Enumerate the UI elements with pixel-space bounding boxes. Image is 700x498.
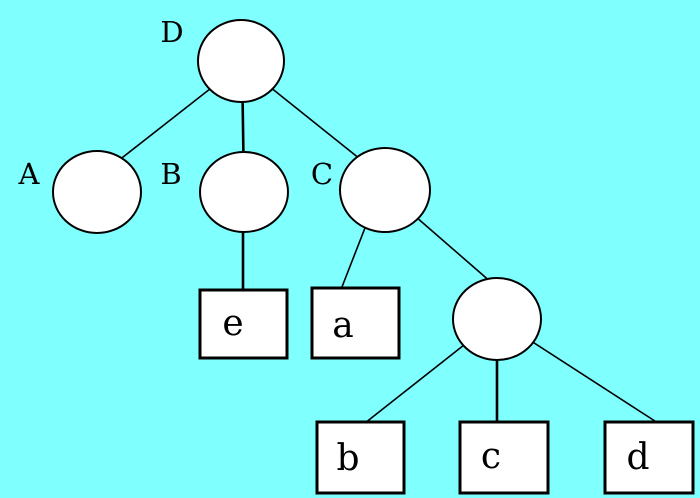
label-leaf-c: c xyxy=(481,436,501,477)
label-leaf-b: b xyxy=(336,438,359,479)
edge-d-a xyxy=(117,84,216,162)
leaf-box-d xyxy=(603,420,695,495)
leaf-box-e xyxy=(198,288,289,360)
node-circle-c xyxy=(339,147,431,233)
node-circle-a xyxy=(52,150,142,234)
node-circle-internal xyxy=(452,277,542,361)
label-node-d: D xyxy=(160,15,183,49)
label-node-c: C xyxy=(311,157,333,191)
node-circle-d xyxy=(197,19,285,103)
label-leaf-d: d xyxy=(626,437,649,478)
label-node-a: A xyxy=(18,157,41,191)
leaf-box-b xyxy=(315,420,406,495)
edge-d-c xyxy=(264,82,371,168)
leaf-box-a xyxy=(310,286,401,360)
leaf-box-c xyxy=(458,420,550,495)
node-circle-b xyxy=(199,151,289,233)
label-leaf-e: e xyxy=(222,303,243,344)
label-node-b: B xyxy=(160,157,181,191)
label-leaf-a: a xyxy=(332,305,353,346)
